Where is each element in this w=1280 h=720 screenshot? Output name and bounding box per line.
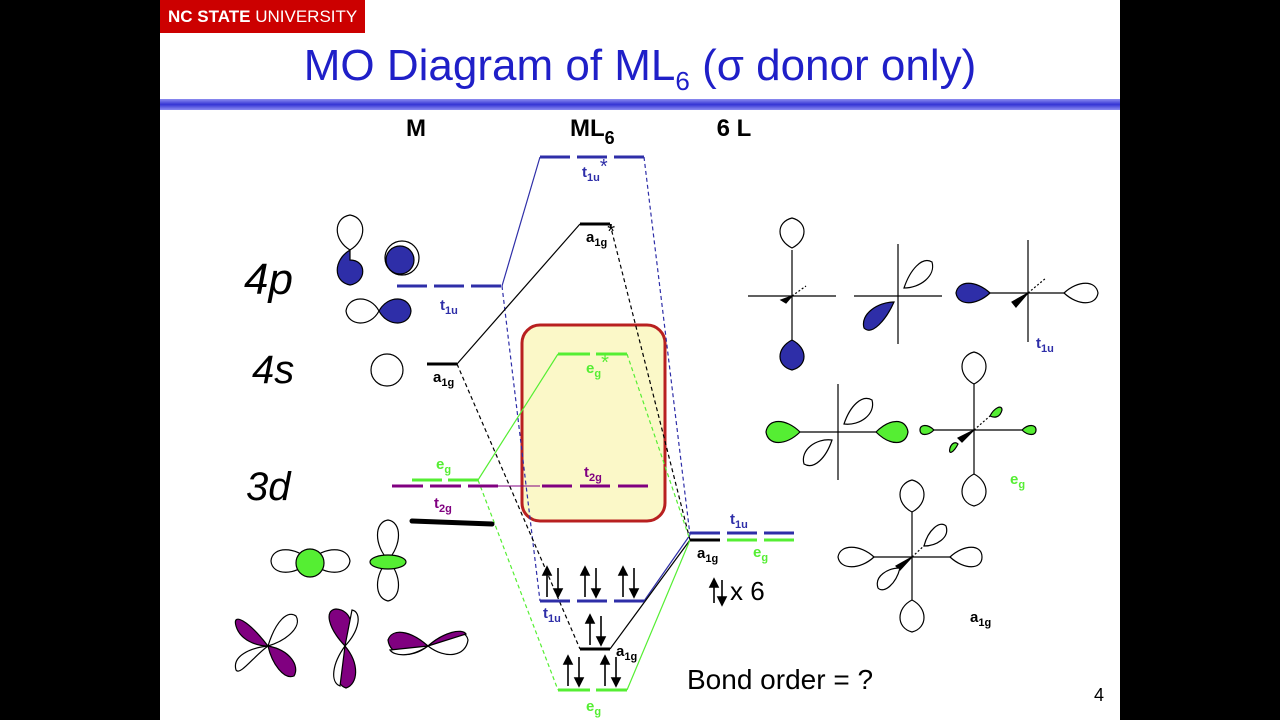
title-underline [160,99,1120,110]
complex-a1g-bonding-label: a1g [616,643,637,663]
d-orbital-dz2 [369,519,407,602]
metal-column-header: M [406,115,426,142]
ligand-electron-count: x 6 [730,576,765,606]
page-number: 4 [1093,685,1104,705]
d-orbital-dxy [234,613,298,678]
d-orbital-dz2-side [270,548,351,578]
electron-pair [584,613,607,647]
metal-t2g-label: t2g [434,495,452,515]
salc-eg-x2y2 [765,384,909,480]
ligand-a1g-label: a1g [697,545,718,565]
mo-diagram: M ML6 6 L t1u [234,115,1099,718]
salc-t1u-x [955,240,1099,342]
electron-pair [617,565,640,599]
metal-t1u-label: t1u [440,297,458,317]
slide-title: MO Diagram of ML6 (σ donor only) [303,41,977,96]
salc-a1g [837,479,983,633]
electron-pair [541,565,564,599]
p-orbital-py [384,240,420,276]
slide: NC STATE UNIVERSITY MO Diagram of ML6 (σ… [160,0,1120,720]
handwritten-3d-label: 3d [246,465,292,509]
complex-column-header: ML6 [570,115,615,148]
metal-a1g-label: a1g [433,369,454,389]
ligand-t1u-label: t1u [730,511,748,531]
salc-t1u-z [748,217,836,371]
bond-order-question: Bond order = ? [687,664,873,695]
university-logo: NC STATE UNIVERSITY [160,0,365,33]
p-orbital-pz [336,214,364,286]
handwritten-4p-label: 4p [244,255,293,304]
salc-a1g-label: a1g [970,609,991,629]
complex-t1u-star-label: t1u* [582,156,608,184]
salc-eg-label: eg [1010,471,1025,491]
electron-pair [599,654,622,688]
complex-eg-star-label: eg* [586,352,609,380]
ligand-column-header: 6 L [717,115,752,142]
handwritten-4s-label: 4s [252,348,294,392]
complex-a1g-star-label: a1g* [586,221,615,249]
metal-eg-label: eg [436,456,451,476]
complex-eg-bonding-label: eg [586,698,601,718]
d-orbital-dyz [328,608,359,689]
salc-t1u-y [854,244,942,344]
complex-t1u-bonding-label: t1u [543,605,561,625]
electron-pair [562,654,585,688]
ligand-eg-label: eg [753,544,768,564]
electron-pair [579,565,602,599]
ligand-electron-pair [708,577,728,607]
p-orbital-px [345,298,412,324]
salc-t1u-label: t1u [1036,335,1054,355]
eg-t2g-highlight-box [520,323,667,523]
s-orbital [370,353,404,387]
salc-eg-z2 [919,351,1037,507]
d-orbital-dxz [387,630,469,656]
electron-arrows [541,565,728,688]
handwritten-underline [409,518,495,527]
complex-t2g-label: t2g [584,464,602,484]
correlation-lines [456,156,691,691]
